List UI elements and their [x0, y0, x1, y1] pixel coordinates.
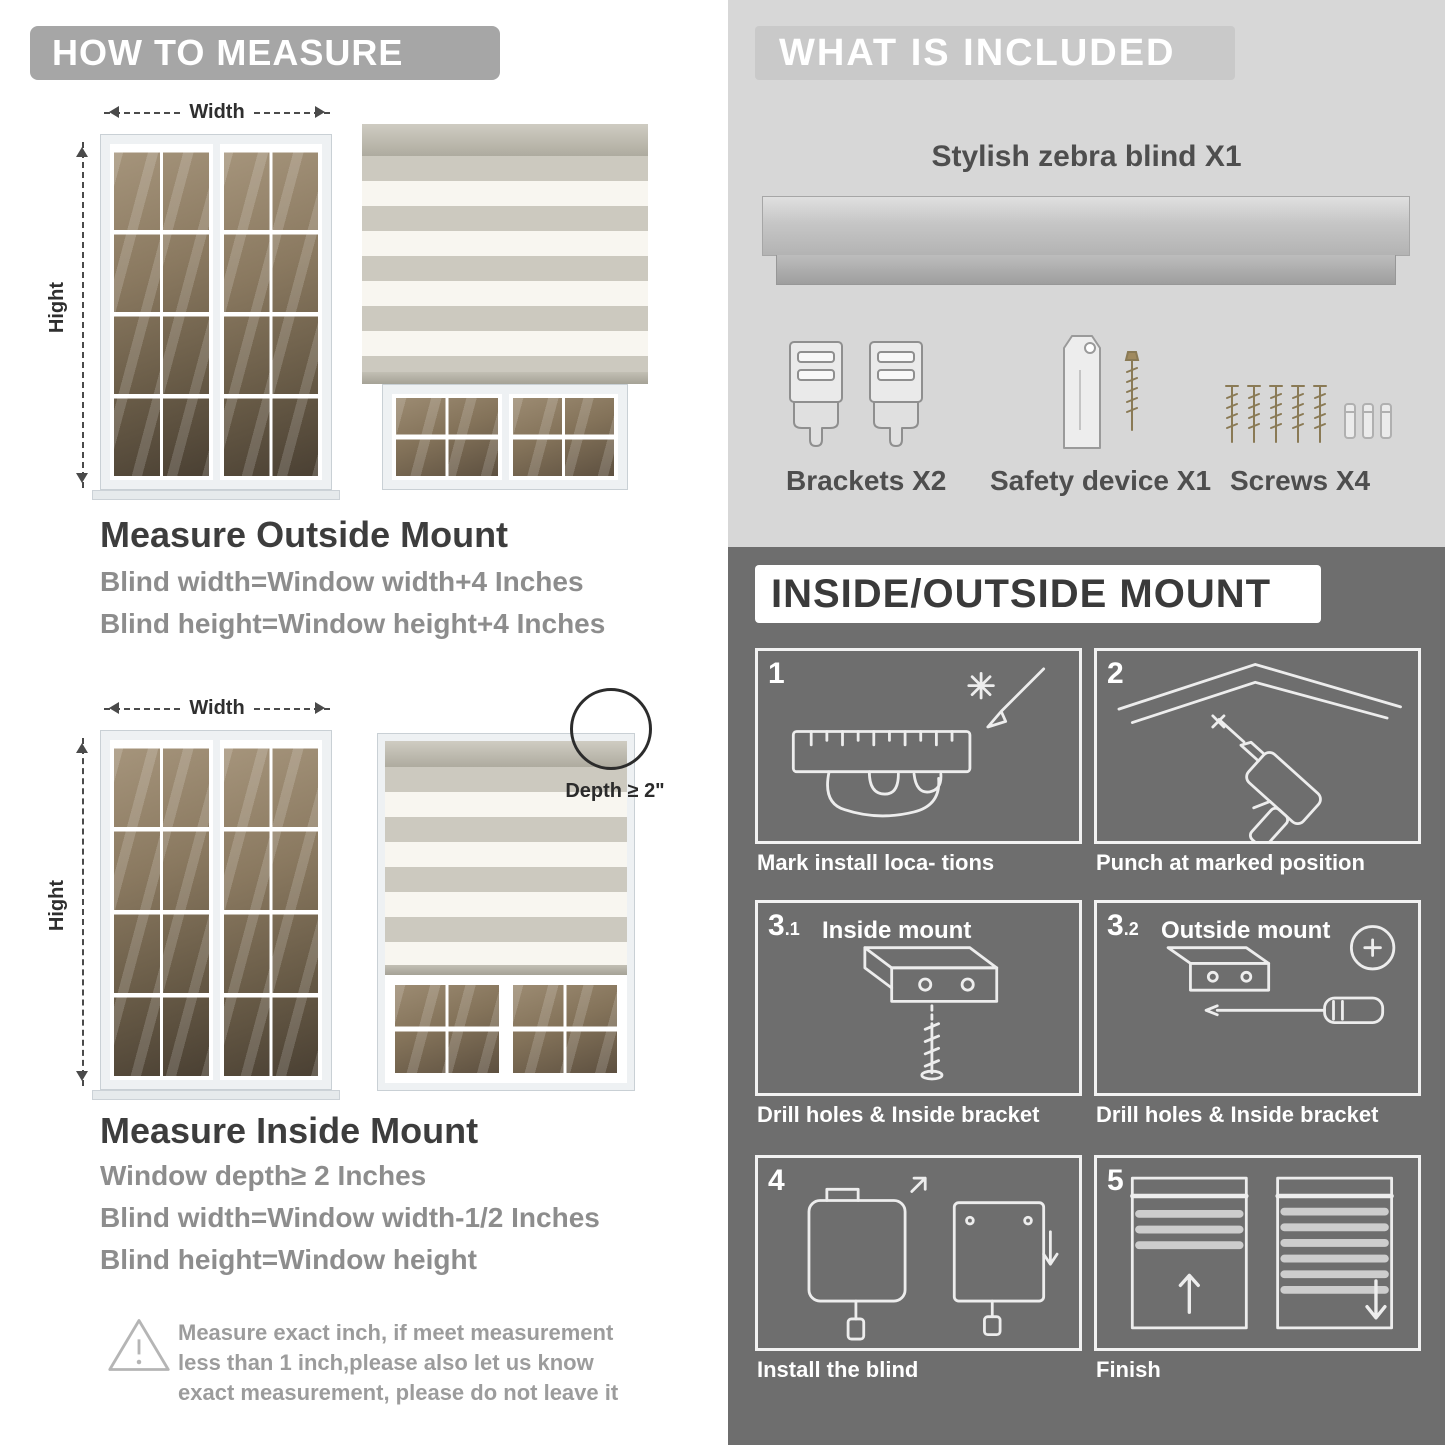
step-number: 5	[1107, 1164, 1124, 1197]
step-caption: Finish	[1096, 1357, 1161, 1382]
step-inner-label: Outside mount	[1161, 917, 1331, 944]
bracket-icon	[789, 341, 843, 447]
outside-mount-title: Measure Outside Mount	[100, 514, 509, 555]
measurement-note: Measure exact inch, if meet measurement …	[178, 1320, 619, 1405]
window-sash	[391, 981, 503, 1077]
inside-mount-depth-rule: Window depth≥ 2 Inches	[100, 1160, 427, 1191]
inside-outside-mount-section: INSIDE/OUTSIDE MOUNT 1 Mark install loca…	[728, 547, 1445, 1445]
step-panel-2: 2	[1094, 648, 1421, 844]
window-sash	[110, 740, 213, 1080]
how-to-measure-section: HOW TO MEASURE Width Hight Measure Outsi…	[30, 26, 665, 1405]
step3-2-outside-bracket-illustration	[1166, 925, 1396, 1024]
window-sash	[110, 144, 213, 480]
step5-finish-illustration	[1130, 1176, 1394, 1330]
height-arrow	[76, 142, 88, 488]
window-sill	[92, 1090, 340, 1100]
step-caption: Drill holes & Inside bracket	[757, 1102, 1040, 1127]
step-panel-3-2: 3.2 Outside mount	[1094, 900, 1421, 1096]
safety-device-icon	[1063, 335, 1140, 449]
blind-stripes	[385, 767, 627, 965]
step-caption: Install the blind	[757, 1357, 919, 1382]
step-caption: Drill holes & Inside bracket	[1096, 1102, 1379, 1127]
zebra-blind-label: Stylish zebra blind X1	[931, 140, 1242, 173]
blind-cassette	[362, 124, 648, 156]
brackets-item-label: Brackets X2	[786, 465, 947, 496]
step-panel-3-1: 3.1 Inside mount	[755, 900, 1082, 1096]
window-sash	[219, 740, 322, 1080]
blind-stripes	[362, 156, 648, 372]
step3-1-inside-bracket-illustration	[863, 946, 999, 1081]
window-sash	[508, 394, 618, 480]
bracket-icon	[869, 341, 923, 447]
step-panel-1: 1	[755, 648, 1082, 844]
step-number: 3.2	[1107, 909, 1139, 942]
step4-install-illustration	[807, 1176, 1059, 1341]
outside-mount-blind-illustration	[362, 124, 648, 490]
inside-mount-formula-height: Blind height=Window height	[100, 1244, 477, 1275]
depth-label: Depth ≥ 2"	[565, 780, 665, 802]
window-sash	[219, 144, 322, 480]
step2-drill-illustration	[1117, 663, 1402, 841]
what-is-included-header: WHAT IS INCLUDED	[755, 26, 1235, 80]
step-panel-5: 5	[1094, 1155, 1421, 1351]
height-label: Hight	[46, 276, 69, 340]
inside-mount-blind-illustration	[377, 733, 635, 1091]
window-lower-part	[385, 975, 627, 1083]
what-is-included-title: WHAT IS INCLUDED	[779, 31, 1176, 74]
zebra-blind-headrail-valance	[776, 255, 1396, 285]
zebra-blind-headrail	[762, 196, 1410, 256]
height-arrow	[76, 738, 88, 1086]
step-number: 3.1	[768, 909, 800, 942]
step-caption: Punch at marked position	[1096, 850, 1365, 875]
step-caption: Mark install loca- tions	[757, 850, 995, 875]
depth-callout-circle	[570, 688, 652, 770]
inside-mount-formula-width: Blind width=Window width-1/2 Inches	[100, 1202, 600, 1233]
inside-outside-mount-title: INSIDE/OUTSIDE MOUNT	[771, 571, 1272, 616]
outside-mount-formula-height: Blind height=Window height+4 Inches	[100, 608, 606, 639]
how-to-measure-title: HOW TO MEASURE	[52, 32, 404, 73]
width-label: Width	[181, 697, 253, 720]
width-label: Width	[181, 101, 253, 124]
width-arrow: Width	[104, 697, 330, 720]
screws-item-label: Screws X4	[1230, 465, 1371, 496]
safety-device-item-label: Safety device X1	[990, 465, 1212, 496]
window-illustration	[100, 730, 332, 1090]
screws-icon	[1225, 385, 1392, 443]
width-arrow: Width	[104, 101, 330, 124]
window-sill	[92, 490, 340, 500]
what-is-included-section: WHAT IS INCLUDED Stylish zebra blind X1	[728, 0, 1445, 547]
step-inner-label: Inside mount	[822, 917, 972, 944]
inside-outside-mount-header: INSIDE/OUTSIDE MOUNT	[755, 565, 1321, 623]
step-number: 4	[768, 1164, 785, 1197]
warning-icon	[108, 1319, 170, 1371]
blind-bottom-rail	[385, 965, 627, 975]
outside-mount-formula-width: Blind width=Window width+4 Inches	[100, 566, 584, 597]
window-sash	[392, 394, 502, 480]
window-sash	[509, 981, 621, 1077]
blind-bottom-rail	[362, 372, 648, 384]
window-lower-part	[382, 384, 628, 490]
window-illustration	[100, 134, 332, 490]
step1-mark-illustration	[791, 667, 1046, 818]
how-to-measure-header: HOW TO MEASURE	[30, 26, 500, 80]
step-number: 2	[1107, 657, 1124, 690]
inside-mount-title: Measure Inside Mount	[100, 1110, 479, 1151]
step-panel-4: 4	[755, 1155, 1082, 1351]
brackets-icon	[784, 336, 928, 448]
step-number: 1	[768, 657, 785, 690]
height-label: Hight	[46, 874, 69, 938]
